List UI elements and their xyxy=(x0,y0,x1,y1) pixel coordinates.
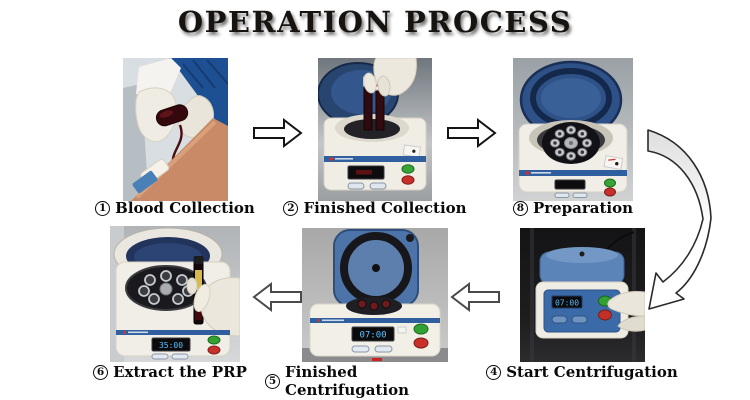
front-panel-strip xyxy=(310,318,440,323)
step-number-badge: 4 xyxy=(486,364,502,380)
step-number-badge: 2 xyxy=(283,200,299,216)
finished-centrifugation-illustration: 07:00 xyxy=(302,228,448,362)
caption-label: Blood Collection xyxy=(115,199,255,217)
display xyxy=(151,337,191,352)
arrow-step5-to-step6-icon xyxy=(252,281,302,313)
blood-collection-illustration xyxy=(123,58,228,201)
arrow-step1-to-step2-icon xyxy=(253,117,303,149)
caption-label: Finished Collection xyxy=(303,199,467,217)
caption-blood-collection: 1 Blood Collection xyxy=(75,199,275,217)
green-button-icon xyxy=(401,164,415,174)
lid-latch xyxy=(406,234,414,242)
photo-start-centrifugation: 07:00 xyxy=(520,228,645,362)
caption-finished-collection: 2 Finished Collection xyxy=(275,199,475,217)
display-readout: 07:00 xyxy=(359,331,386,341)
caption-preparation: 8 Preparation xyxy=(473,199,673,217)
rotor-holes xyxy=(549,125,593,161)
display xyxy=(551,295,583,309)
arrow-step2-to-step3-icon xyxy=(447,117,497,149)
green-button-icon xyxy=(604,178,616,188)
gloved-finger xyxy=(607,291,645,317)
green-button-icon xyxy=(413,323,429,335)
nurse-scrubs xyxy=(169,58,228,138)
caption-label: Extract the PRP xyxy=(113,363,247,381)
photo-extract-prp: 35:00 xyxy=(110,226,240,362)
photo-blood-collection xyxy=(123,58,228,201)
red-button-icon xyxy=(413,337,429,349)
display-readout: 35:00 xyxy=(159,341,183,350)
glove-left xyxy=(135,87,178,143)
green-button-icon xyxy=(207,335,221,345)
red-button-icon xyxy=(207,345,221,355)
arrow-step4-to-step5-icon xyxy=(450,281,500,313)
curved-arrow-step3-to-step4-icon xyxy=(640,125,720,315)
display-readout: 07:00 xyxy=(555,299,579,308)
caption-extract-prp: 6 Extract the PRP xyxy=(70,363,270,381)
red-button-icon xyxy=(401,175,415,185)
caption-label: Finished Centrifugation xyxy=(285,363,410,399)
caption-finished-centrifugation: 5 Finished Centrifugation xyxy=(265,363,485,399)
display xyxy=(554,179,586,190)
photo-finished-centrifugation: 07:00 xyxy=(302,228,448,362)
blood-tube xyxy=(155,104,189,127)
caption-label: Start Centrifugation xyxy=(506,363,678,381)
red-stop-button-icon xyxy=(598,309,612,321)
start-centrifugation-illustration: 07:00 xyxy=(520,228,645,362)
step-number-badge: 6 xyxy=(93,364,109,380)
caption-start-centrifugation: 4 Start Centrifugation xyxy=(482,363,682,381)
extract-prp-illustration: 35:00 xyxy=(110,226,240,362)
step-number-badge: 8 xyxy=(512,200,528,216)
caption-label: Preparation xyxy=(532,199,634,217)
rotor-holes xyxy=(138,270,194,305)
step-number-badge: 5 xyxy=(265,373,280,389)
photo-finished-collection xyxy=(318,58,432,201)
display xyxy=(351,326,395,342)
front-panel-strip xyxy=(519,170,627,176)
finished-collection-illustration xyxy=(318,58,432,201)
photo-preparation xyxy=(513,58,633,201)
page-title: OPERATION PROCESS xyxy=(177,5,573,39)
preparation-illustration xyxy=(513,58,633,201)
front-panel-strip xyxy=(324,156,426,162)
red-button-icon xyxy=(604,187,616,197)
front-panel-strip xyxy=(116,330,230,335)
step-number-badge: 1 xyxy=(95,200,111,216)
